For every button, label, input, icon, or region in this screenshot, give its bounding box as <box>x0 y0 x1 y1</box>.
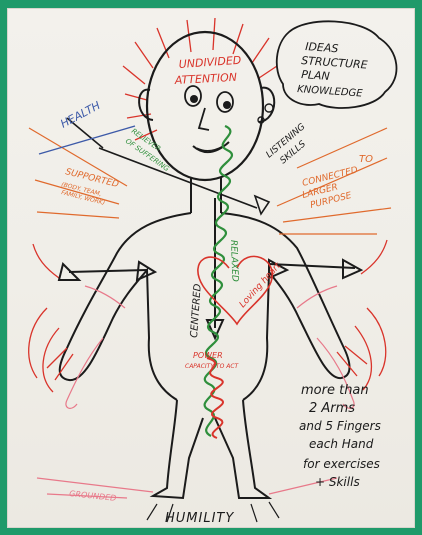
label-humility: HUMILITY <box>165 511 234 526</box>
bubble-dot-1 <box>265 104 273 112</box>
bubble-knowledge: KNOWLEDGE <box>297 84 364 100</box>
note-line-1: more than <box>301 383 369 398</box>
head-outline <box>147 32 263 180</box>
drawing-canvas: UNDIVIDED ATTENTION IDEAS STRUCTURE PLAN… <box>7 8 415 528</box>
note-line-5: for exercises <box>303 457 380 471</box>
label-to: TO <box>359 154 373 165</box>
body-outline <box>60 178 350 498</box>
health-line <box>39 126 135 154</box>
note-line-3: and 5 Fingers <box>299 419 381 433</box>
label-relaxed: RELAXED <box>228 240 239 282</box>
note-line-4: each Hand <box>309 437 374 451</box>
label-undivided: UNDIVIDED <box>178 54 241 71</box>
label-grounded: GROUNDED <box>69 489 117 503</box>
nose <box>199 108 209 130</box>
right-pupil <box>223 101 231 109</box>
left-pupil <box>190 95 198 103</box>
label-attention: ATTENTION <box>173 71 237 87</box>
label-health: HEALTH <box>58 99 102 131</box>
label-loving-heart: Loving heart <box>238 261 284 310</box>
flipchart-paper: UNDIVIDED ATTENTION IDEAS STRUCTURE PLAN… <box>7 8 415 528</box>
note-line-2: 2 Arms <box>309 401 355 416</box>
label-power: POWER <box>193 351 223 360</box>
bubble-ideas: IDEAS <box>305 40 339 55</box>
bubble-plan: PLAN <box>301 68 330 83</box>
note-line-6: + Skills <box>315 475 360 489</box>
green-spiral <box>205 126 232 436</box>
label-centered: CENTERED <box>189 283 204 338</box>
label-capacity: CAPACITY TO ACT <box>185 363 240 370</box>
